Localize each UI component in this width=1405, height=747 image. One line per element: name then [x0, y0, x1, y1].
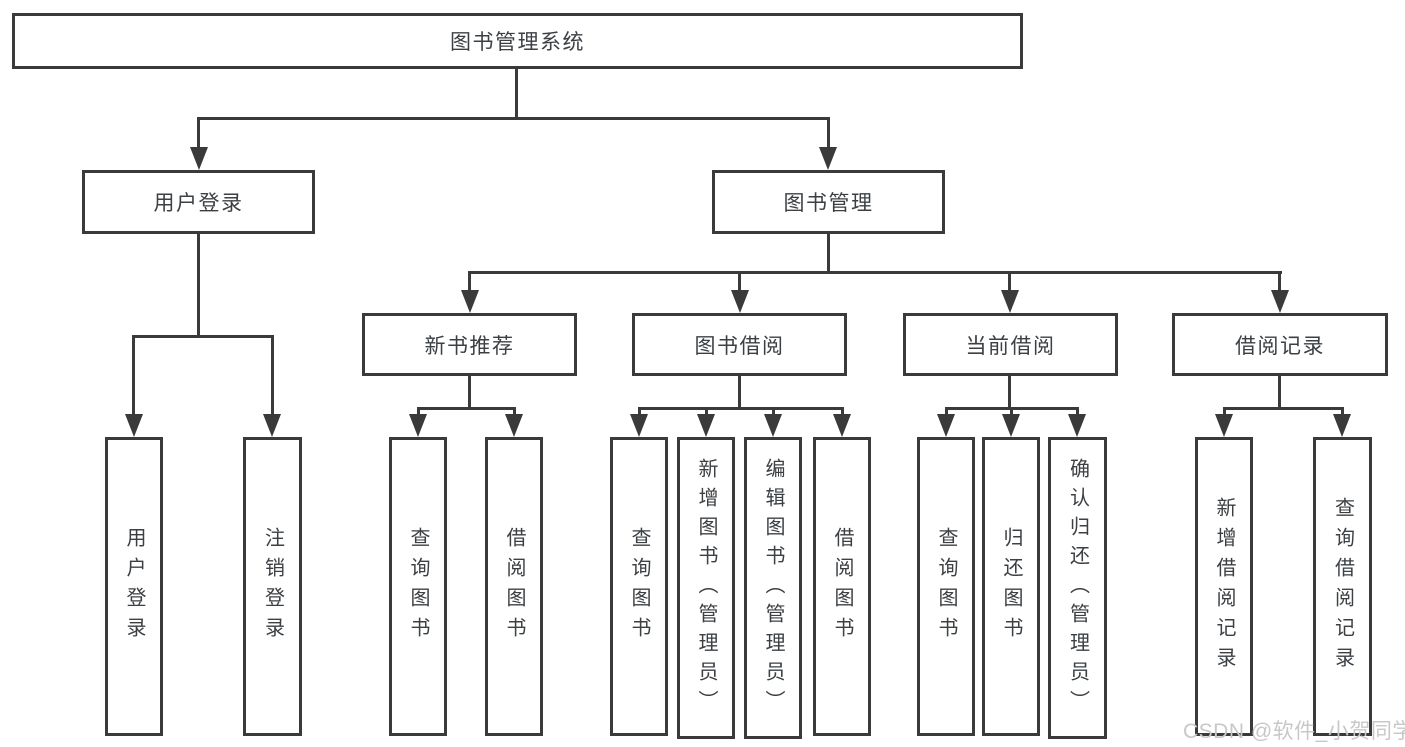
- arrow-down-icon: [833, 414, 851, 437]
- leaf-query-books-borrow: 查询图书: [610, 437, 668, 736]
- connector-line: [132, 335, 274, 338]
- connector-line: [1008, 271, 1011, 292]
- arrow-down-icon: [1215, 414, 1233, 437]
- leaf-confirm-return-admin: 确认归还（管理员）: [1048, 437, 1107, 739]
- leaf-add-books-admin: 新增图书（管理员）: [677, 437, 735, 739]
- arrow-down-icon: [1068, 414, 1086, 437]
- arrow-down-icon: [409, 414, 427, 437]
- leaf-user-login: 用户登录: [105, 437, 163, 736]
- connector-line: [738, 376, 741, 410]
- node-new-book-recommend: 新书推荐: [362, 313, 577, 376]
- connector-line: [197, 117, 200, 150]
- arrow-down-icon: [461, 290, 479, 313]
- arrow-down-icon: [190, 147, 208, 170]
- node-book-borrow: 图书借阅: [632, 313, 847, 376]
- arrow-down-icon: [125, 414, 143, 437]
- connector-line: [945, 407, 948, 419]
- connector-line: [638, 407, 641, 419]
- leaf-query-books-current: 查询图书: [917, 437, 975, 736]
- arrow-down-icon: [697, 414, 715, 437]
- connector-line: [468, 376, 471, 410]
- connector-line: [197, 117, 830, 120]
- connector-line: [1278, 376, 1281, 410]
- arrow-down-icon: [630, 414, 648, 437]
- arrow-down-icon: [819, 147, 837, 170]
- arrow-down-icon: [1271, 290, 1289, 313]
- connector-line: [827, 234, 830, 274]
- connector-line: [468, 271, 1282, 274]
- node-library-system-root: 图书管理系统: [12, 13, 1023, 69]
- arrow-down-icon: [1333, 414, 1351, 437]
- node-borrow-records: 借阅记录: [1172, 313, 1388, 376]
- leaf-add-borrow-record: 新增借阅记录: [1195, 437, 1253, 736]
- leaf-return-books: 归还图书: [982, 437, 1040, 736]
- leaf-borrow-books: 借阅图书: [813, 437, 871, 736]
- connector-line: [705, 407, 708, 419]
- arrow-down-icon: [1001, 290, 1019, 313]
- leaf-query-books-recommend: 查询图书: [389, 437, 447, 736]
- arrow-down-icon: [263, 414, 281, 437]
- leaf-edit-books-admin: 编辑图书（管理员）: [744, 437, 802, 739]
- connector-line: [197, 234, 200, 337]
- csdn-watermark: CSDN @软件_小贺同学: [1183, 720, 1405, 743]
- connector-line: [1223, 407, 1226, 419]
- leaf-query-borrow-record: 查询借阅记录: [1313, 437, 1372, 736]
- connector-line: [772, 407, 775, 419]
- leaf-logout: 注销登录: [243, 437, 302, 736]
- connector-line: [417, 407, 516, 410]
- arrow-down-icon: [937, 414, 955, 437]
- connector-line: [1010, 407, 1013, 419]
- arrow-down-icon: [764, 414, 782, 437]
- connector-line: [468, 271, 471, 292]
- connector-line: [513, 407, 516, 419]
- connector-line: [515, 69, 518, 119]
- node-user-login: 用户登录: [82, 170, 315, 234]
- connector-line: [1278, 271, 1281, 292]
- connector-line: [1341, 407, 1344, 419]
- node-current-borrow: 当前借阅: [903, 313, 1118, 376]
- node-book-management: 图书管理: [712, 170, 945, 234]
- leaf-borrow-books-recommend: 借阅图书: [485, 437, 543, 736]
- connector-line: [271, 335, 274, 416]
- connector-line: [638, 407, 844, 410]
- connector-line: [841, 407, 844, 419]
- connector-line: [132, 335, 135, 416]
- arrow-down-icon: [1002, 414, 1020, 437]
- connector-line: [827, 117, 830, 150]
- arrow-down-icon: [731, 290, 749, 313]
- connector-line: [417, 407, 420, 419]
- connector-line: [1008, 376, 1011, 410]
- connector-line: [1076, 407, 1079, 419]
- arrow-down-icon: [505, 414, 523, 437]
- connector-line: [1223, 407, 1344, 410]
- connector-line: [738, 271, 741, 292]
